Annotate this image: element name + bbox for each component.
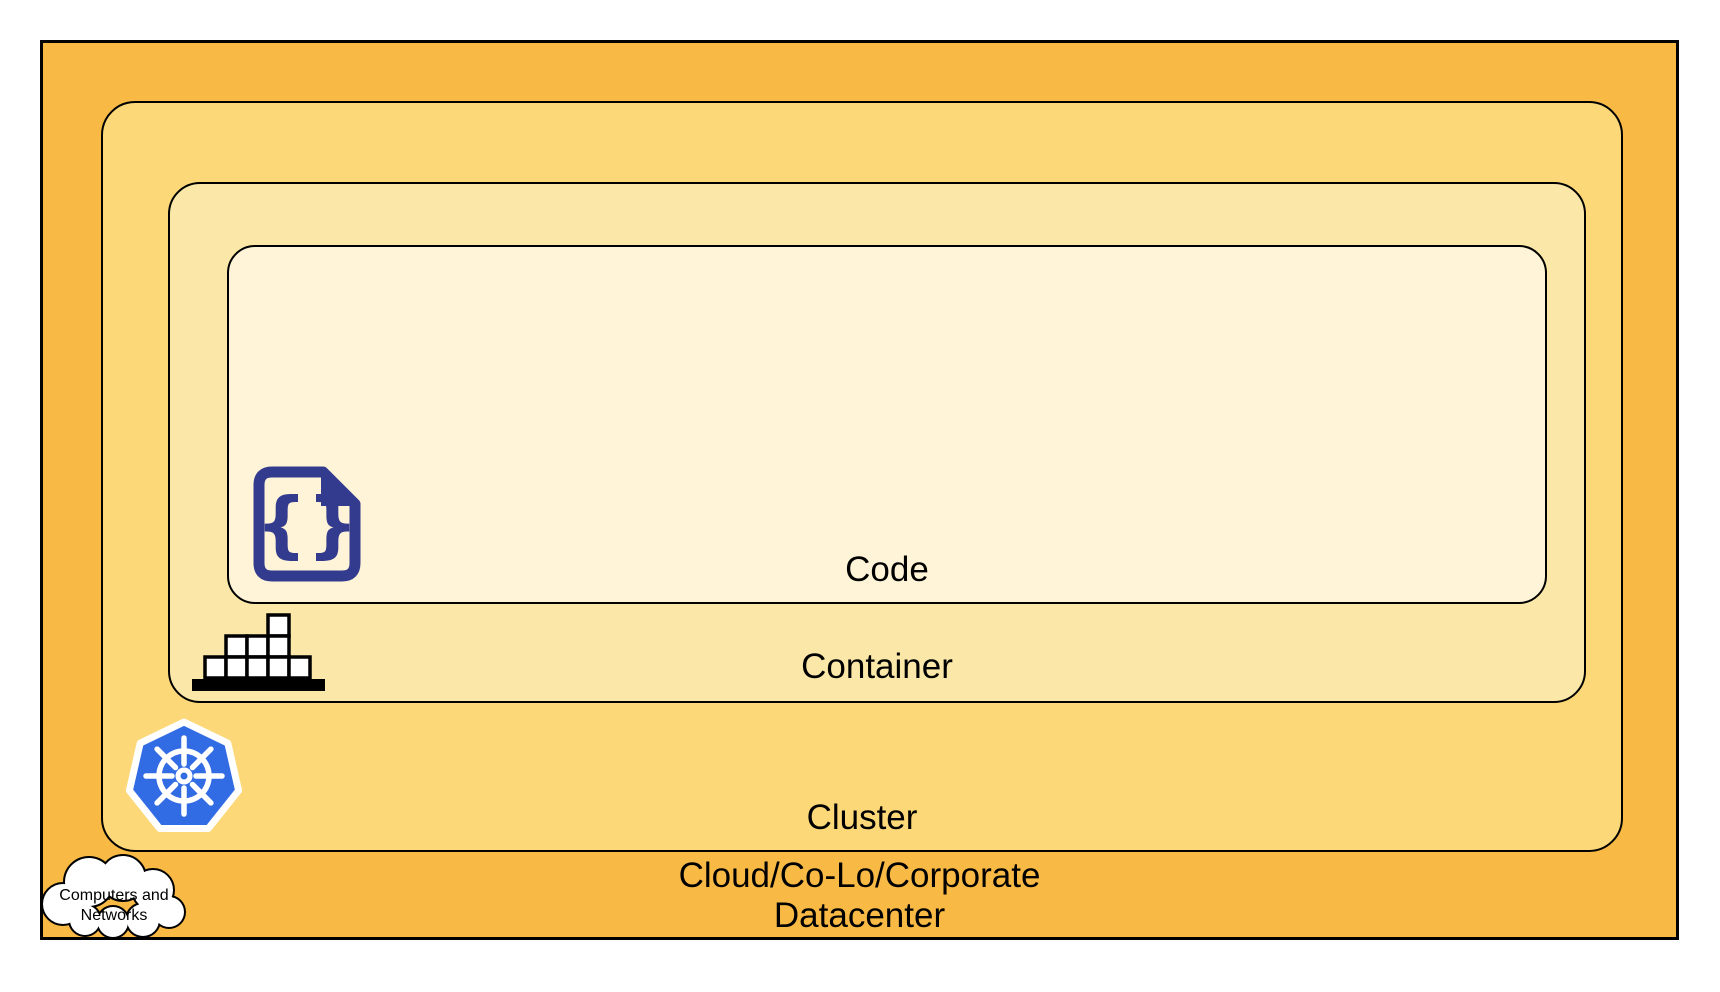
datacenter-box: {} Code [40, 40, 1679, 940]
code-file-icon: {} [253, 466, 361, 582]
helm-wheel [143, 735, 225, 817]
cloud-label-line1: Computers and [59, 887, 168, 904]
document-fold [321, 469, 358, 506]
container-box: {} Code [168, 182, 1586, 703]
cluster-box: {} Code [101, 101, 1623, 852]
cloud-icon: Computers and Networks [41, 854, 186, 939]
cloud-body [43, 856, 184, 937]
kubernetes-icon [125, 718, 243, 832]
code-label: Code [845, 550, 929, 589]
braces-glyph: {} [256, 482, 359, 566]
datacenter-label: Cloud/Co-Lo/Corporate Datacenter [43, 856, 1676, 936]
code-box: {} Code [227, 245, 1547, 604]
datacenter-label-line1: Cloud/Co-Lo/Corporate [678, 856, 1041, 895]
wheel-hub-center [180, 772, 188, 780]
block-base-bar [192, 679, 325, 691]
cluster-label: Cluster [806, 798, 918, 837]
cloud-label-line2: Networks [81, 907, 148, 924]
block-stack [203, 613, 312, 680]
container-blocks-icon [192, 613, 325, 691]
datacenter-label-line2: Datacenter [773, 896, 946, 935]
document-outline [253, 466, 361, 582]
container-label: Container [801, 647, 953, 686]
